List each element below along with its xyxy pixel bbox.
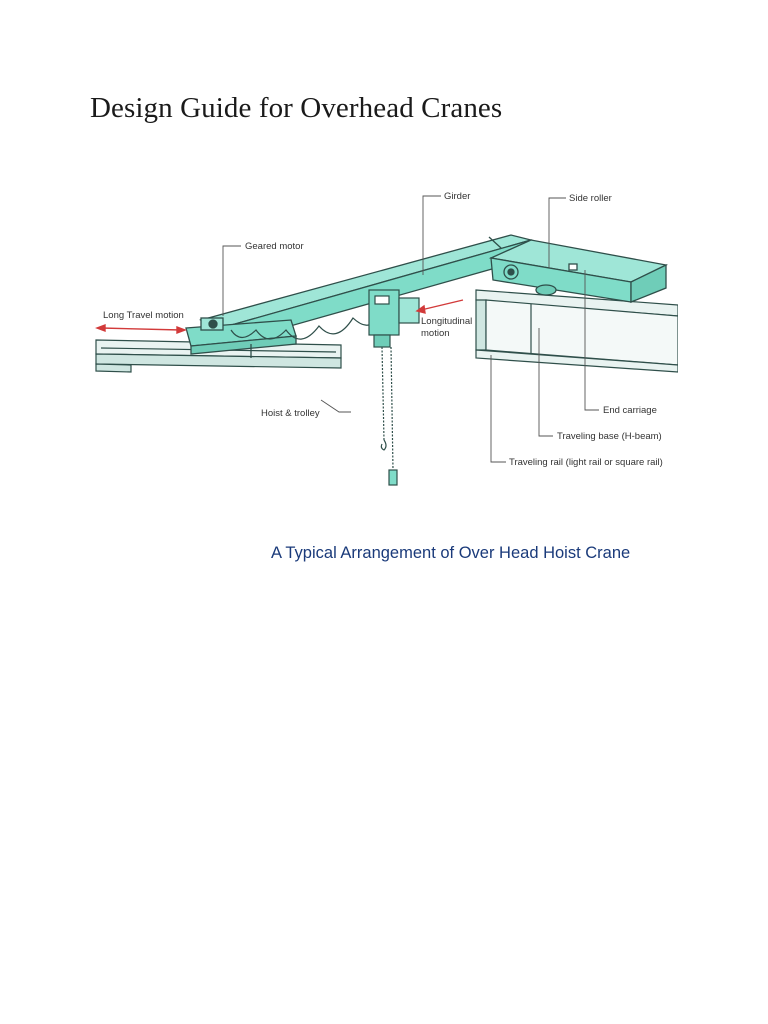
label-long-travel: Long Travel motion xyxy=(103,310,184,321)
label-longitudinal-2: motion xyxy=(421,328,450,339)
label-side-roller: Side roller xyxy=(569,193,612,204)
longitudinal-arrow xyxy=(415,299,464,314)
leader-lines xyxy=(222,195,599,463)
festoon-cable xyxy=(230,311,382,340)
label-longitudinal-1: Longitudinal xyxy=(421,316,472,327)
label-traveling-rail: Traveling rail (light rail or square rai… xyxy=(509,457,663,468)
figure-caption: A Typical Arrangement of Over Head Hoist… xyxy=(271,544,630,562)
end-carriage-right xyxy=(488,239,669,303)
crane-diagram-figure: Girder Side roller Geared motor Long Tra… xyxy=(91,140,678,568)
label-traveling-base: Traveling base (H-beam) xyxy=(557,431,662,442)
crane-diagram: Girder Side roller Geared motor Long Tra… xyxy=(95,191,678,562)
label-geared-motor: Geared motor xyxy=(245,241,304,252)
end-carriage-left xyxy=(185,317,297,358)
traveling-base-h-beam xyxy=(475,289,678,373)
label-end-carriage: End carriage xyxy=(603,405,657,416)
label-hoist-trolley: Hoist & trolley xyxy=(261,408,320,419)
page-title: Design Guide for Overhead Cranes xyxy=(90,92,503,124)
long-travel-arrow xyxy=(95,323,187,335)
hoist-trolley xyxy=(368,289,420,486)
label-girder: Girder xyxy=(444,191,470,202)
